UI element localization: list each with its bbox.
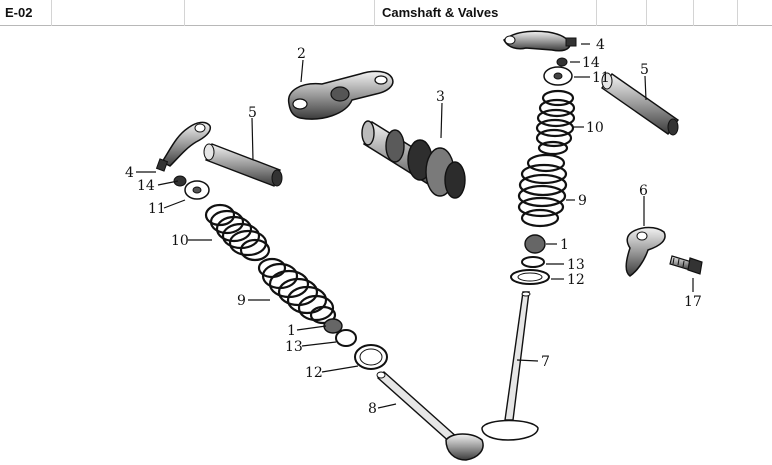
camshaft-part bbox=[361, 120, 466, 199]
header-cell bbox=[694, 0, 738, 26]
callout-12-right: 12 bbox=[567, 272, 585, 288]
right-washer-part bbox=[510, 269, 550, 285]
exhaust-valve-part bbox=[376, 371, 484, 461]
callout-14-left: 14 bbox=[137, 178, 155, 194]
header-bar: E-02 Camshaft & Valves bbox=[0, 0, 772, 26]
callout-10-left: 10 bbox=[171, 233, 189, 249]
left-valve-spring-inner bbox=[257, 257, 337, 325]
bolt-part bbox=[669, 255, 703, 275]
header-cell bbox=[0, 0, 52, 26]
callout-1-right: 1 bbox=[560, 237, 569, 253]
left-valve-spring-outer bbox=[204, 203, 271, 262]
right-cotters-part bbox=[556, 57, 568, 67]
left-washer-part bbox=[354, 344, 388, 370]
callout-9-left: 9 bbox=[237, 293, 246, 309]
callout-17: 17 bbox=[684, 294, 702, 310]
camshaft-holder-part bbox=[287, 70, 394, 120]
right-valve-spring-outer bbox=[535, 89, 576, 156]
callout-5-right: 5 bbox=[640, 62, 649, 78]
left-spring-seat-part bbox=[335, 329, 357, 347]
right-retainer-part bbox=[543, 66, 573, 86]
callout-6: 6 bbox=[639, 183, 648, 199]
left-rocker-shaft-part bbox=[203, 143, 283, 187]
callout-3: 3 bbox=[436, 89, 445, 105]
header-cell bbox=[647, 0, 694, 26]
header-cell bbox=[185, 0, 375, 26]
diagram-title: Camshaft & Valves bbox=[382, 5, 499, 20]
callout-10-right: 10 bbox=[586, 120, 604, 136]
decompressor-plate-part bbox=[625, 226, 666, 277]
callout-7: 7 bbox=[541, 354, 550, 370]
callout-8: 8 bbox=[368, 401, 377, 417]
callout-11-right: 11 bbox=[592, 70, 610, 86]
callout-2: 2 bbox=[297, 46, 306, 62]
callout-11-left: 11 bbox=[148, 201, 166, 217]
callout-12-left: 12 bbox=[305, 365, 323, 381]
callout-4-left: 4 bbox=[125, 165, 134, 181]
right-rocker-arm-part bbox=[503, 30, 577, 52]
callout-5-left: 5 bbox=[248, 105, 257, 121]
left-retainer-part bbox=[173, 175, 210, 200]
header-cell bbox=[597, 0, 647, 26]
callout-labels: 2 3 5 4 14 11 10 9 1 13 12 8 4 14 11 5 1… bbox=[125, 37, 702, 417]
header-cell bbox=[52, 0, 185, 26]
diagram-code: E-02 bbox=[5, 5, 33, 20]
callout-14-right: 14 bbox=[582, 55, 600, 71]
right-valve-spring-inner bbox=[517, 153, 568, 228]
header-cell bbox=[375, 0, 597, 26]
callout-1-left: 1 bbox=[287, 323, 296, 339]
right-spring-seat-part bbox=[521, 256, 545, 268]
callout-13-left: 13 bbox=[285, 339, 303, 355]
left-rocker-arm-part bbox=[155, 121, 212, 172]
intake-valve-part bbox=[481, 291, 539, 441]
callout-4-right: 4 bbox=[596, 37, 605, 53]
right-rocker-shaft-part bbox=[601, 72, 679, 136]
right-valve-seal-part bbox=[524, 234, 546, 254]
callout-9-right: 9 bbox=[578, 193, 587, 209]
leader-lines bbox=[136, 43, 694, 409]
callout-13-right: 13 bbox=[567, 257, 585, 273]
